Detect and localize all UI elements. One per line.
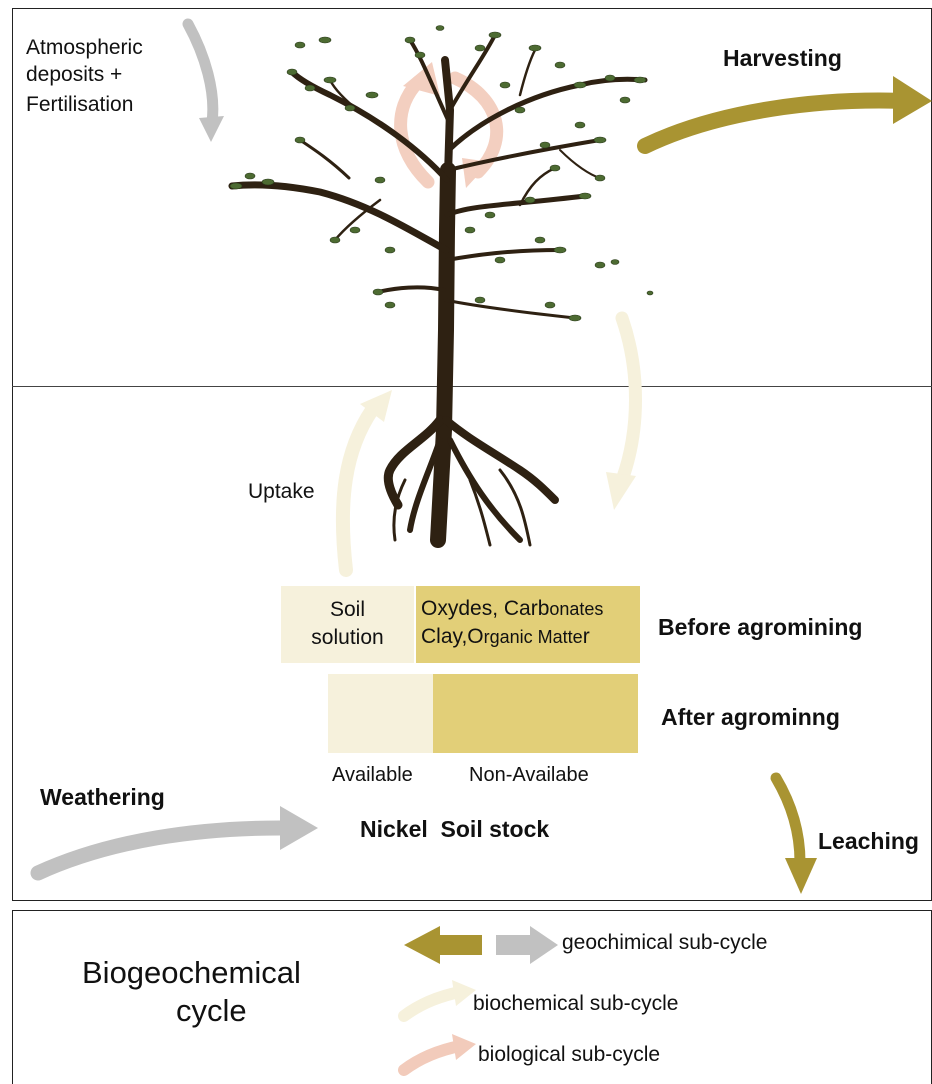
harvesting-label: Harvesting [723,45,842,71]
weathering-label: Weathering [40,784,165,810]
litter-return-arrow [606,311,642,510]
legend-geo-label: geochimical sub-cycle [562,931,768,954]
oxydes-text: Oxydes [421,597,493,620]
atmospheric-arrow [182,18,224,142]
legend-geo-grey-arrow-icon [496,926,558,964]
legend-biochemical-label: biochemical sub-cycle [473,992,679,1015]
before-soil-solution-box [281,586,414,663]
uptake-label: Uptake [248,480,315,503]
weathering-arrow [30,806,318,881]
nickel-soil-stock-label: Nickel Soil stock [360,816,550,842]
legend-geo-olive-arrow-icon [404,926,482,964]
legend-title-line2: cycle [176,993,247,1028]
after-agromining-label: After agrominng [661,704,840,730]
legend-biochemical-arrow-icon [398,980,476,1022]
clay-text: Clay, [421,625,468,648]
legend-biological-label: biological sub-cycle [478,1043,661,1066]
atmospheric-label-line2: deposits + [26,63,123,86]
tree-illustration [228,33,648,548]
soil-solution-label-line2: solution [311,626,384,649]
legend-title-line1: Biogeochemical [82,955,301,990]
soil-solution-label-line1: Soil [329,598,366,621]
carb-text: , Carb [492,597,550,620]
leaching-arrow [770,772,817,894]
available-axis-label: Available [332,764,413,786]
non-available-axis-label: Non-Availabe [469,764,589,786]
harvesting-arrow [637,76,932,154]
tree-leaves [229,25,654,322]
before-agromining-label: Before agromining [658,614,863,640]
uptake-arrow [335,390,392,577]
organic-matter-text: rganic Matte [483,627,583,647]
legend-biological-arrow-icon [398,1034,476,1076]
matter-r-text: r [582,625,590,648]
after-non-available-box [433,674,638,753]
clay-organic-matter-label: Clay,Organic Matter [421,625,590,649]
organic-o-text: O [467,625,484,648]
after-available-box [328,674,433,753]
leaching-label: Leaching [818,828,919,854]
before-non-available-box [414,586,640,663]
atmospheric-label-line1: Atmospheric [26,36,143,59]
onates-text: onates [549,599,604,619]
atmospheric-label-line3: Fertilisation [26,93,134,116]
oxydes-carbonates-label: Oxydes, Carbonates [421,597,603,621]
soil-surface-line [12,386,932,387]
